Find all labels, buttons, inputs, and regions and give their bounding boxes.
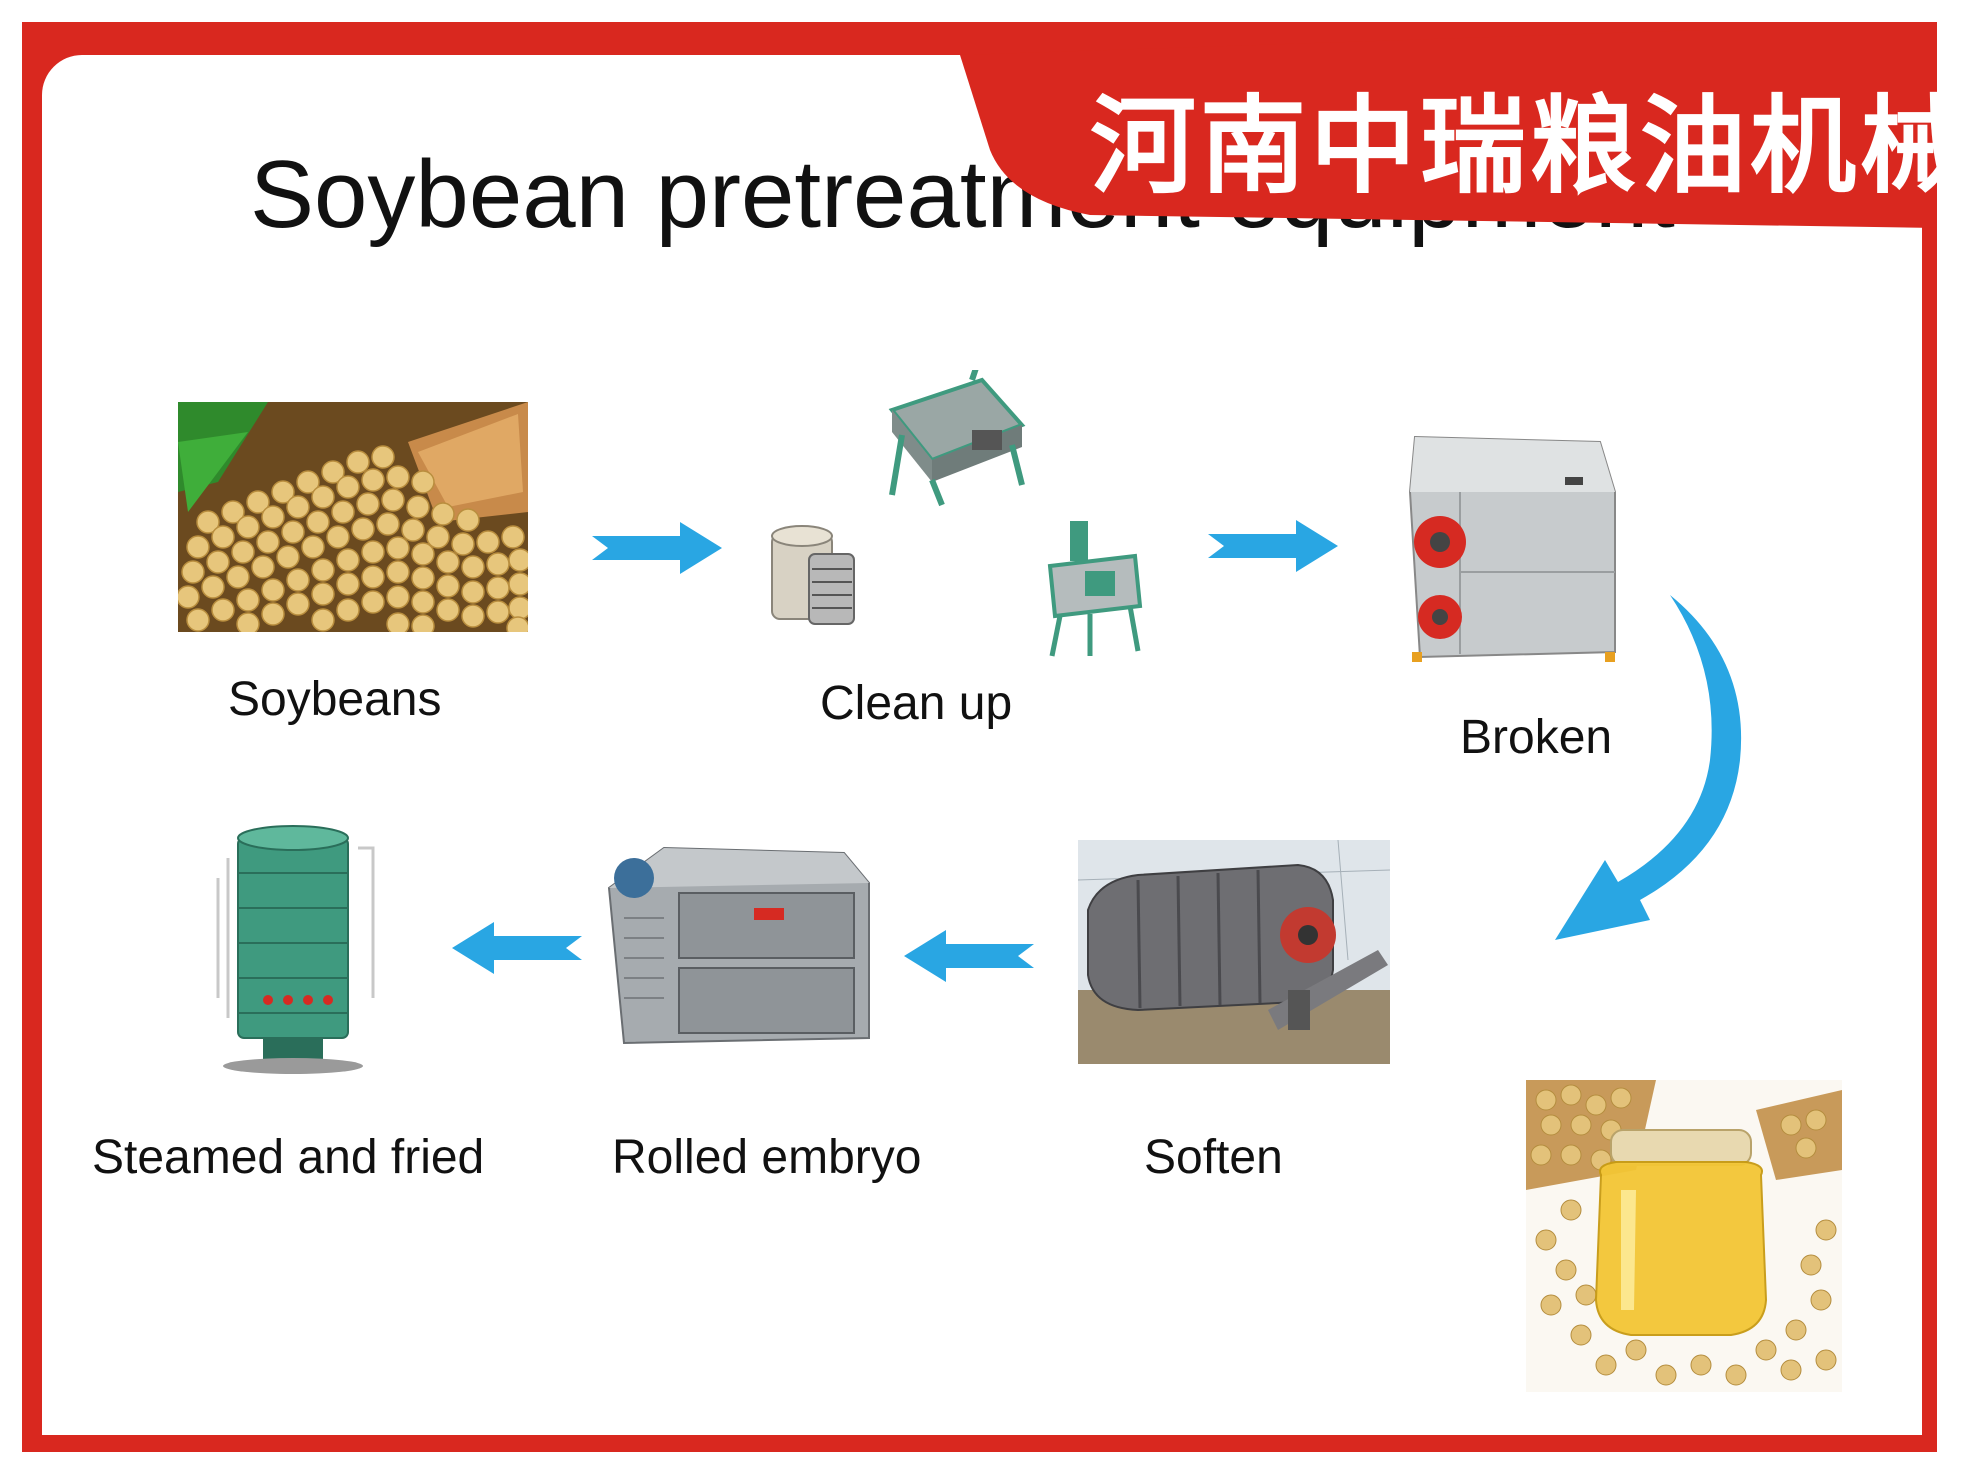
arrow-right-icon (1208, 520, 1338, 572)
soybeans-photo (178, 402, 528, 632)
arrow-left-icon (452, 922, 582, 974)
arrow-left-icon (904, 930, 1034, 982)
step-label-soybeans: Soybeans (228, 673, 442, 726)
soybean-oil-jar-photo (1526, 1080, 1842, 1392)
vibrating-screen-photo (872, 370, 1032, 510)
step-label-rolled-embryo: Rolled embryo (612, 1131, 922, 1184)
step-label-broken: Broken (1460, 711, 1613, 764)
softening-cooker-photo (1078, 840, 1390, 1064)
steam-cooker-photo (198, 818, 394, 1076)
crusher-machine-photo (1400, 432, 1630, 667)
company-name: 河南中瑞粮油机械 (1090, 85, 1961, 208)
destoner-machine-photo (1040, 516, 1144, 658)
arrow-right-icon (592, 522, 722, 574)
step-label-clean-up: Clean up (820, 677, 1013, 730)
flaking-mill-photo (604, 838, 874, 1056)
step-label-steamed-fried: Steamed and fried (92, 1131, 485, 1184)
step-label-soften: Soften (1144, 1131, 1283, 1184)
cleaning-machine-small-photo (754, 514, 870, 636)
curved-arrow-icon (1555, 595, 1742, 940)
